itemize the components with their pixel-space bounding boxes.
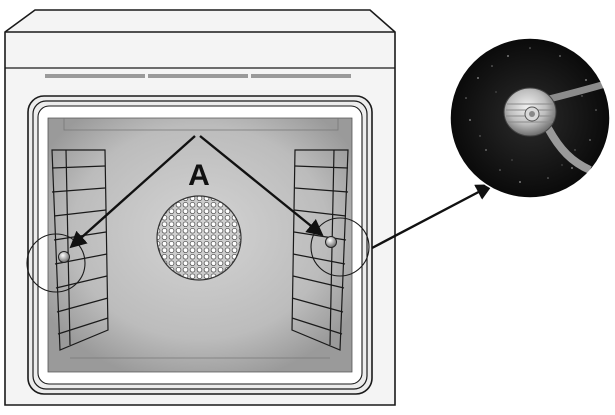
screw-highlight-circle [26,233,86,293]
callout-label: A [188,159,210,192]
screw-icon [325,236,337,248]
detail-arrow [371,184,493,250]
screw-highlight-circle [310,217,370,277]
screw-detail-photo [449,37,611,199]
vent-strip [45,74,351,78]
fan-grille-icon [156,195,242,281]
screw-icon [58,251,70,263]
callout-arrows [69,135,324,249]
